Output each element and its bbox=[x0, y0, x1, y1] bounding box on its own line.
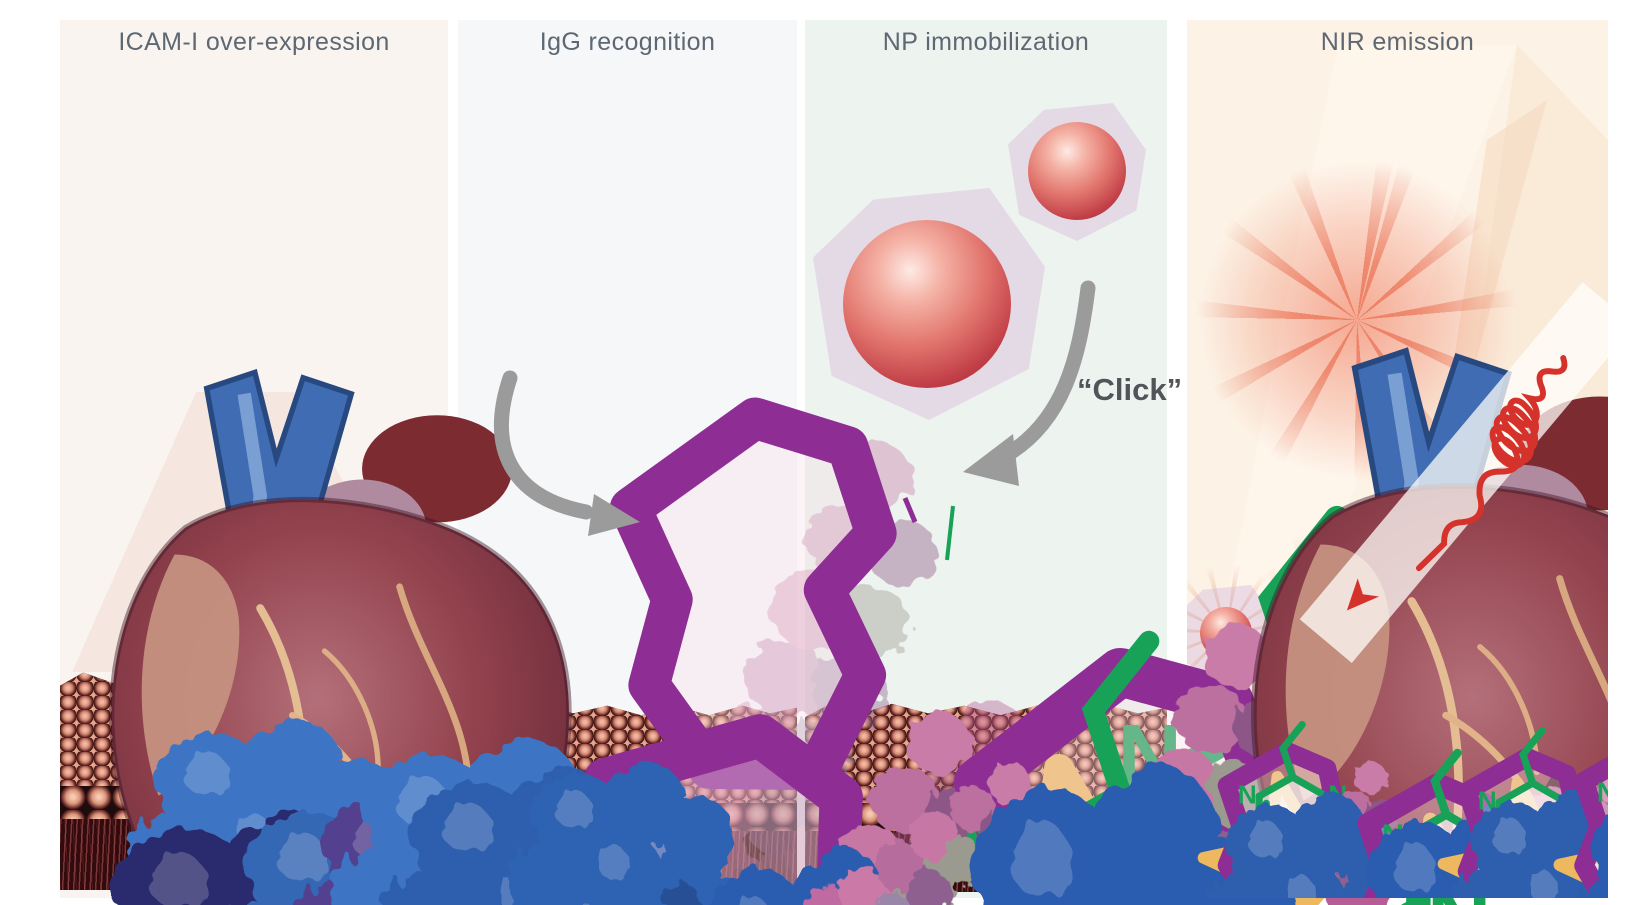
nanoparticle-small bbox=[1028, 122, 1126, 220]
panel3-art bbox=[805, 280, 1167, 905]
panel1-art bbox=[60, 20, 448, 898]
panel-np-immobilization: NP immobilization “Click” bbox=[805, 20, 1167, 905]
nir-beam-band bbox=[1299, 282, 1608, 663]
panel-title: IgG recognition bbox=[539, 28, 716, 56]
panel2-art bbox=[494, 370, 797, 898]
tetrazine-linker bbox=[945, 505, 955, 561]
panel-igg-recognition: IgG recognition bbox=[458, 20, 797, 898]
nir-wave-arrow bbox=[1346, 355, 1568, 611]
binding-arrowhead bbox=[588, 494, 640, 536]
click-arrowhead bbox=[963, 434, 1019, 486]
binding-arrow bbox=[494, 370, 594, 520]
ring-linker bbox=[902, 497, 918, 523]
panel-title: NIR emission bbox=[1320, 28, 1475, 56]
nanoparticle-large bbox=[843, 220, 1011, 388]
click-label: “Click” bbox=[1077, 372, 1183, 407]
panel-title: ICAM-I over-expression bbox=[118, 28, 390, 56]
panel-title: NP immobilization bbox=[882, 28, 1090, 56]
panel-nir-emission: NIR emission bbox=[1187, 20, 1608, 898]
ring-linker bbox=[651, 480, 668, 507]
click-arrow bbox=[997, 280, 1096, 464]
panel4-art bbox=[1188, 282, 1608, 898]
nir-excitation bbox=[1299, 282, 1608, 663]
panel-icam-overexpression: ICAM-I over-expression bbox=[60, 20, 448, 898]
